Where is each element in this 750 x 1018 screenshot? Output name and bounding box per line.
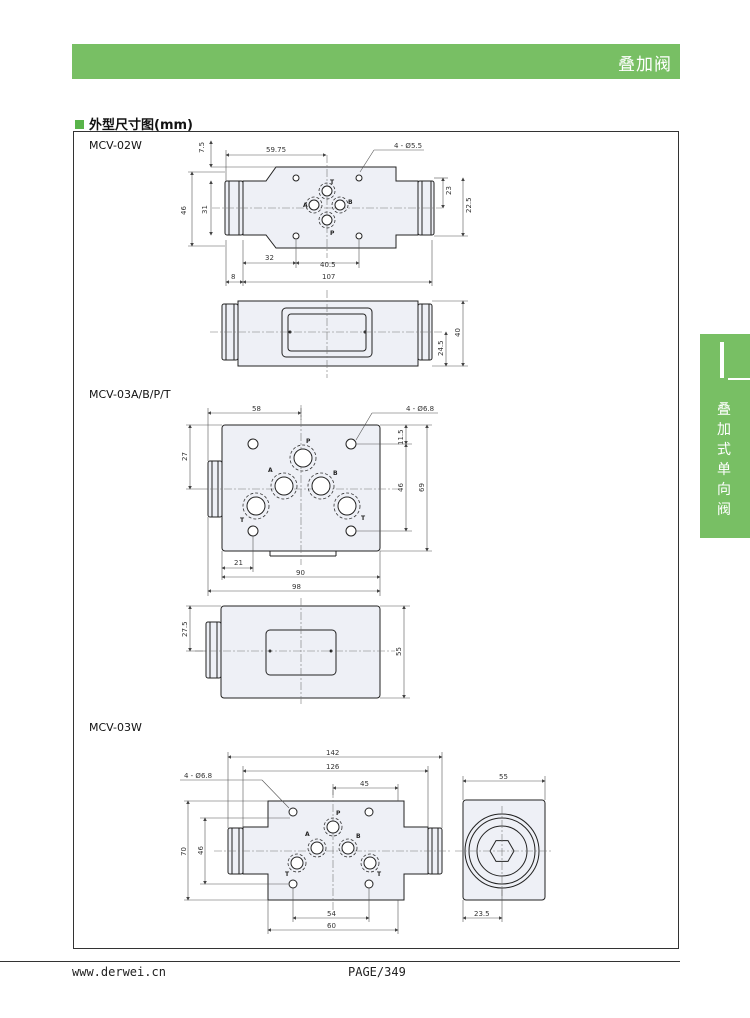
section-bullet-icon	[75, 120, 84, 129]
d3-dim-55: 55	[499, 773, 508, 781]
footer-divider	[0, 961, 680, 962]
drawing-03w-top-view: P A B T T 142 126 45 4 - Ø6.8 70 46 54	[180, 749, 452, 934]
d3-dim-46: 46	[197, 846, 205, 855]
d2-dim-69: 69	[418, 483, 426, 492]
d1-port-p: P	[330, 230, 335, 237]
model-label-03w: MCV-03W	[89, 721, 142, 734]
d1-port-t: T	[330, 179, 335, 186]
footer-page-number: PAGE/349	[348, 965, 406, 979]
d1-dim-24-5: 24.5	[437, 340, 445, 356]
side-tab: 叠加式单向阀	[700, 334, 750, 538]
d1-port-b: B	[348, 199, 353, 206]
d1-dim-40: 40	[454, 328, 462, 337]
d2-dim-46: 46	[397, 483, 405, 492]
d2-dim-27-5: 27.5	[181, 621, 189, 637]
d3-port-t2: T	[377, 871, 382, 878]
drawing-frame	[73, 131, 679, 949]
d1-dim-32: 32	[265, 254, 274, 262]
section-title: 外型尺寸图(mm)	[75, 114, 193, 133]
d1-dim-59-75: 59.75	[266, 146, 286, 154]
d1-dim-40-5: 40.5	[320, 261, 336, 269]
d2-dim-27: 27	[181, 452, 189, 461]
drawing-03w-end-view: 55 23.5	[455, 773, 553, 922]
d1-dim-107: 107	[322, 273, 335, 281]
d1-dim-7-5: 7.5	[198, 142, 206, 153]
d1-dim-holes: 4 - Ø5.5	[394, 142, 422, 150]
d2-dim-21: 21	[234, 559, 243, 567]
d2-port-t1: T	[240, 517, 245, 524]
d3-port-b: B	[356, 833, 361, 840]
d3-dim-142: 142	[326, 749, 339, 757]
model-label-02w: MCV-02W	[89, 139, 142, 152]
drawing-02w-side-view: 24.5 40	[210, 290, 468, 378]
d2-dim-98: 98	[292, 583, 301, 591]
d3-port-a: A	[305, 831, 310, 838]
d2-port-a: A	[268, 467, 273, 474]
drawing-03abpt-top-view: P A B T T 58 4 - Ø6.8 11.5 46 69 27 21 9…	[181, 405, 438, 596]
d3-dim-holes: 4 - Ø6.8	[184, 772, 212, 780]
d3-dim-126: 126	[326, 763, 340, 771]
side-tab-bar	[720, 342, 724, 378]
drawing-02w-top-view: T A B P 59.75 7.5 4 - Ø5.5 46 31 23 22.5…	[180, 140, 473, 286]
section-title-text: 外型尺寸图(mm)	[89, 118, 193, 133]
header-title: 叠加阀	[618, 55, 672, 75]
d2-port-t2: T	[361, 515, 366, 522]
d2-dim-90: 90	[296, 569, 305, 577]
d2-dim-58: 58	[252, 405, 261, 413]
d1-dim-46: 46	[180, 206, 188, 215]
drawing-03abpt-side-view: 27.5 55	[181, 598, 410, 706]
d1-dim-8: 8	[231, 273, 235, 281]
d2-dim-11-5: 11.5	[397, 429, 405, 445]
d3-port-t1: T	[285, 871, 290, 878]
d2-dim-holes: 4 - Ø6.8	[406, 405, 434, 413]
footer-website-link[interactable]: www.derwei.cn	[72, 965, 166, 979]
side-tab-line	[728, 378, 750, 380]
d1-port-a: A	[303, 202, 308, 209]
side-tab-label: 叠加式单向阀	[717, 402, 731, 518]
model-label-03abpt: MCV-03A/B/P/T	[89, 388, 171, 401]
d3-port-p: P	[336, 810, 341, 817]
d2-dim-55: 55	[395, 647, 403, 656]
d1-dim-23: 23	[445, 186, 453, 195]
d2-port-b: B	[333, 470, 338, 477]
d3-dim-60: 60	[327, 922, 336, 930]
d3-dim-54: 54	[327, 910, 336, 918]
header-bar: 叠加阀	[72, 44, 680, 79]
d1-dim-22-5: 22.5	[465, 197, 473, 213]
d3-dim-23-5: 23.5	[474, 910, 490, 918]
d1-dim-31: 31	[201, 205, 209, 214]
d2-port-p: P	[306, 438, 311, 445]
d3-dim-45: 45	[360, 780, 369, 788]
d3-dim-70: 70	[180, 847, 188, 856]
